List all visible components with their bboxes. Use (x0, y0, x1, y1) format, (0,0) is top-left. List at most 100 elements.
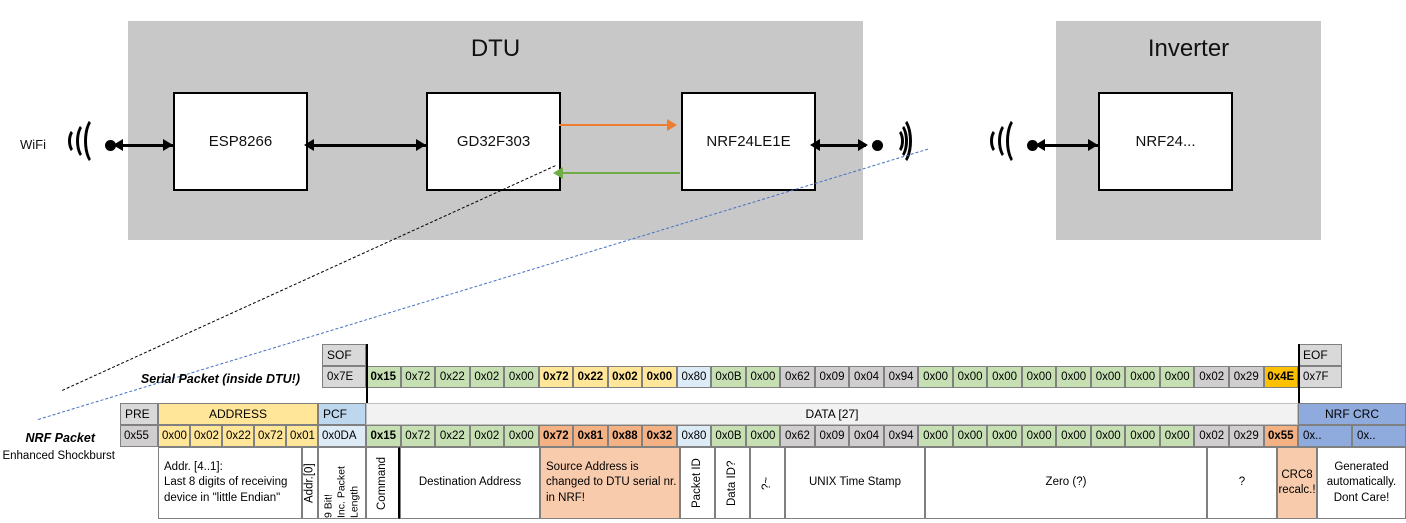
nrf-address-byte-3: 0x72 (254, 425, 286, 447)
chip-nrf24: NRF24... (1098, 92, 1233, 191)
nrf-byte-5: 0x72 (538, 425, 574, 447)
nrf-data-header: DATA [27] (366, 403, 1298, 425)
command-note: Command (366, 447, 400, 519)
nrf-byte-0: 0x15 (366, 425, 401, 447)
nrf-byte-19: 0x00 (1021, 425, 1057, 447)
serial-byte-9: 0x80 (676, 366, 712, 388)
serial-byte-1: 0x72 (400, 366, 436, 388)
serial-byte-8: 0x00 (642, 366, 677, 388)
arrow-nrf-to-gd32-green (560, 172, 680, 174)
nrf-byte-11: 0x00 (745, 425, 781, 447)
serial-byte-13: 0x09 (814, 366, 850, 388)
nrf-byte-16: 0x00 (918, 425, 953, 447)
pcf-note-line2: Inc. Packet (335, 466, 348, 518)
serial-byte-6: 0x22 (573, 366, 608, 388)
nrf-byte-22: 0x00 (1125, 425, 1160, 447)
serial-byte-5: 0x72 (538, 366, 574, 388)
serial-byte-0: 0x15 (366, 366, 401, 388)
pcf-note-line3: Length (348, 485, 361, 518)
serial-byte-20: 0x00 (1056, 366, 1091, 388)
chip-gd32f303: GD32F303 (426, 92, 561, 191)
serial-data-start-divider (366, 344, 368, 444)
nrf-byte-14: 0x04 (849, 425, 884, 447)
nrf-pcf-value: 0x0DA (318, 425, 366, 447)
chip-esp8266: ESP8266 (173, 92, 308, 191)
nrf-byte-7: 0x88 (607, 425, 643, 447)
tilde-note: ?~ (750, 447, 785, 519)
nrf-byte-3: 0x02 (469, 425, 505, 447)
destination-address-note: Destination Address (400, 447, 540, 519)
serial-byte-24: 0x02 (1194, 366, 1229, 388)
chip-gd32f303-label: GD32F303 (456, 133, 531, 150)
serial-byte-15: 0x94 (883, 366, 919, 388)
dtu-title: DTU (470, 35, 521, 62)
pcf-note-line1: 9 Bit! (322, 494, 335, 518)
serial-byte-21: 0x00 (1090, 366, 1126, 388)
nrf-byte-26: 0x55 (1263, 425, 1299, 447)
nrf-byte-18: 0x00 (987, 425, 1022, 447)
chip-nrf24le1e-label: NRF24LE1E (706, 133, 791, 150)
nrf-address-byte-2: 0x22 (222, 425, 254, 447)
arrow-wifi-esp (117, 144, 173, 147)
nrf-byte-9: 0x80 (676, 425, 712, 447)
nrf-crc-byte-0: 0x.. (1298, 425, 1352, 447)
crc-generated-note: Generated automatically. Dont Care! (1317, 447, 1406, 519)
nrf-address-header: ADDRESS (158, 403, 318, 425)
addr0-note: Addr.[0] (302, 447, 318, 519)
serial-byte-4: 0x00 (504, 366, 539, 388)
serial-byte-11: 0x00 (745, 366, 781, 388)
crc8-note: CRC8 recalc.! (1277, 447, 1317, 519)
serial-byte-2: 0x22 (435, 366, 470, 388)
nrf-byte-23: 0x00 (1159, 425, 1195, 447)
serial-data-end-divider (1298, 344, 1300, 444)
nrf-address-byte-4: 0x01 (286, 425, 318, 447)
serial-byte-10: 0x0B (711, 366, 746, 388)
serial-byte-22: 0x00 (1125, 366, 1160, 388)
nrf-byte-2: 0x22 (435, 425, 470, 447)
nrf-address-byte-0: 0x00 (158, 425, 190, 447)
nrf-byte-24: 0x02 (1194, 425, 1229, 447)
block-diagram: DTU ESP8266 GD32F303 NRF24LE1E Inverter … (0, 0, 1406, 260)
serial-byte-26: 0x4E (1263, 366, 1299, 388)
chip-nrf24le1e: NRF24LE1E (681, 92, 816, 191)
serial-byte-18: 0x00 (987, 366, 1022, 388)
nrf-address-byte-1: 0x02 (190, 425, 222, 447)
serial-eof-header: EOF (1298, 344, 1342, 366)
wifi-label: WiFi (20, 137, 46, 152)
packet-id-note: Packet ID (680, 447, 715, 519)
serial-byte-17: 0x00 (952, 366, 988, 388)
unix-timestamp-note: UNIX Time Stamp (785, 447, 925, 519)
arrow-nrf-antenna (814, 144, 866, 147)
inverter-title: Inverter (1147, 35, 1230, 62)
chip-nrf24-label: NRF24... (1135, 133, 1196, 150)
nrf-pre-header: PRE (120, 403, 158, 425)
address-note: Addr. [4..1]: Last 8 digits of receiving… (158, 447, 302, 519)
serial-byte-19: 0x00 (1021, 366, 1057, 388)
nrf-byte-10: 0x0B (711, 425, 746, 447)
question-note: ? (1207, 447, 1277, 519)
nrf-crc-header: NRF CRC (1298, 403, 1406, 425)
nrf-byte-17: 0x00 (952, 425, 988, 447)
nrf-byte-12: 0x62 (780, 425, 815, 447)
nrf-pcf-header: PCF (318, 403, 366, 425)
nrf-byte-1: 0x72 (400, 425, 436, 447)
nrf-byte-6: 0x81 (573, 425, 608, 447)
serial-byte-16: 0x00 (918, 366, 953, 388)
nrf-byte-21: 0x00 (1090, 425, 1126, 447)
nrf-byte-13: 0x09 (814, 425, 850, 447)
nrf-byte-15: 0x94 (883, 425, 919, 447)
serial-eof-value: 0x7F (1298, 366, 1342, 388)
nrf-pre-value: 0x55 (120, 425, 158, 447)
nrf-byte-25: 0x29 (1229, 425, 1264, 447)
source-address-note: Source Address is changed to DTU serial … (540, 447, 680, 519)
nrf-byte-20: 0x00 (1056, 425, 1091, 447)
arrow-esp-gd32 (306, 144, 426, 147)
serial-sof-header: SOF (322, 344, 366, 366)
nrf-crc-byte-1: 0x.. (1352, 425, 1406, 447)
arrow-gd32-to-nrf-orange (559, 124, 672, 126)
serial-byte-14: 0x04 (849, 366, 884, 388)
zero-note: Zero (?) (925, 447, 1207, 519)
serial-byte-23: 0x00 (1159, 366, 1195, 388)
serial-sof-value: 0x7E (322, 366, 366, 388)
packet-tables: Serial Packet (inside DTU!) NRF Packet E… (0, 336, 1406, 523)
